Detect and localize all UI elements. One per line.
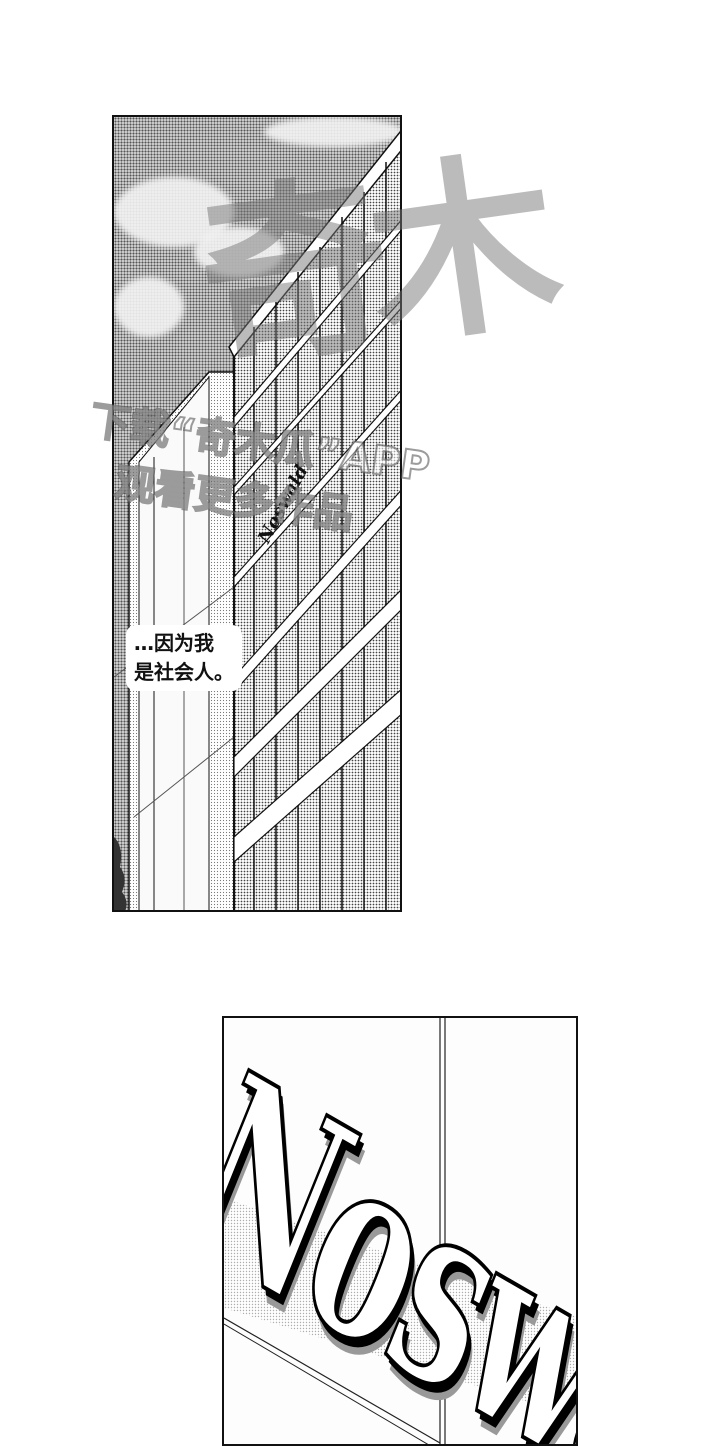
- speech-line-2: 是社会人。: [134, 660, 234, 684]
- speech-line-1: …因为我: [134, 631, 214, 655]
- building-illustration: [114, 130, 400, 910]
- cloud: [194, 227, 284, 277]
- cloud: [114, 277, 184, 337]
- comic-panel-building: Noswald: [112, 115, 402, 912]
- speech-bubble: …因为我 是社会人。: [126, 625, 242, 691]
- comic-panel-sign-closeup: Noswa: [222, 1016, 578, 1446]
- wall-illustration: [224, 1018, 576, 1444]
- cloud: [264, 117, 400, 147]
